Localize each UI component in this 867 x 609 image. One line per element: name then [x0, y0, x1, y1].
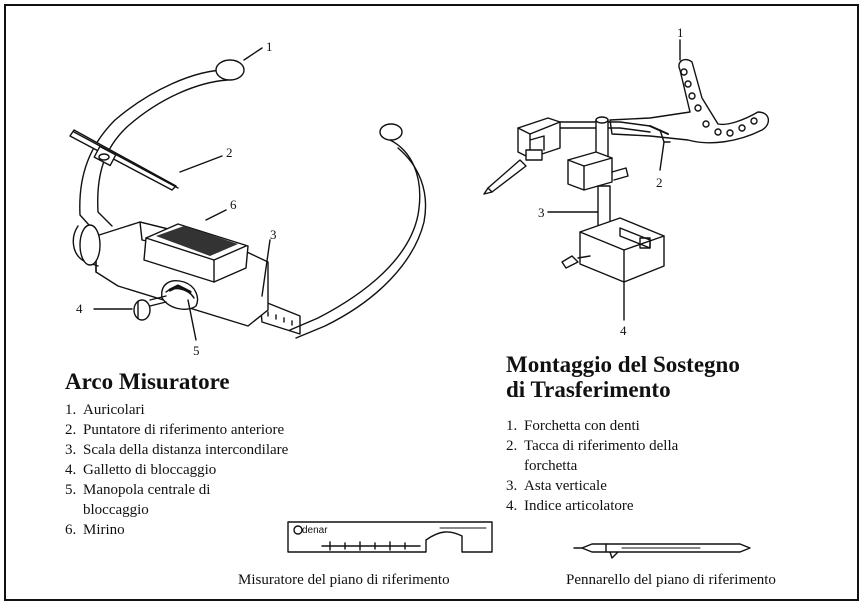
marker-pen-illustration [574, 544, 750, 558]
gauge-brand-text: denar [302, 525, 328, 536]
face-bow-illustration [70, 48, 426, 340]
transfer-stand-parts-list: 1.Forchetta con denti 2.Tacca di riferim… [506, 416, 766, 516]
marker-caption: Pennarello del piano di riferimento [566, 572, 776, 588]
list-item: 1.Auricolari [65, 402, 145, 418]
callout-scale: 3 [270, 227, 277, 242]
list-item: 3.Asta verticale [506, 478, 607, 494]
callout-fork-notch: 2 [656, 175, 663, 190]
figure-frame [4, 4, 859, 601]
list-item: 1.Forchetta con denti [506, 418, 640, 434]
face-bow-parts-list: 1.Auricolari 2.Puntatore di riferimento … [65, 400, 365, 540]
list-item: 4.Indice articolatore [506, 498, 634, 514]
callout-viewfinder: 6 [230, 197, 237, 212]
face-bow-heading: Arco Misuratore [65, 369, 230, 394]
callout-vertical-rod: 3 [538, 205, 545, 220]
callout-pointer: 2 [226, 145, 233, 160]
list-item: 2.Puntatore di riferimento anteriore [65, 422, 285, 438]
transfer-stand-illustration [484, 40, 768, 320]
callout-earpiece: 1 [266, 39, 273, 54]
callout-index: 4 [620, 323, 627, 338]
plane-gauge-illustration [288, 522, 492, 552]
list-item: 2.Tacca di riferimento della forchetta [506, 438, 679, 474]
transfer-stand-heading-line2: di Trasferimento [506, 377, 671, 402]
transfer-stand-heading-line1: Montaggio del Sostegno [506, 352, 740, 377]
list-item: 3.Scala della distanza intercondilare [65, 442, 289, 458]
callout-center-knob: 5 [193, 343, 200, 358]
gauge-caption: Misuratore del piano di riferimento [238, 572, 450, 588]
list-item: 5.Manopola centrale di bloccaggio [65, 482, 211, 518]
callout-wing-nut: 4 [76, 301, 83, 316]
list-item: 4.Galletto di bloccaggio [65, 462, 217, 478]
callout-bite-fork: 1 [677, 25, 684, 40]
list-item: 6.Mirino [65, 522, 125, 538]
